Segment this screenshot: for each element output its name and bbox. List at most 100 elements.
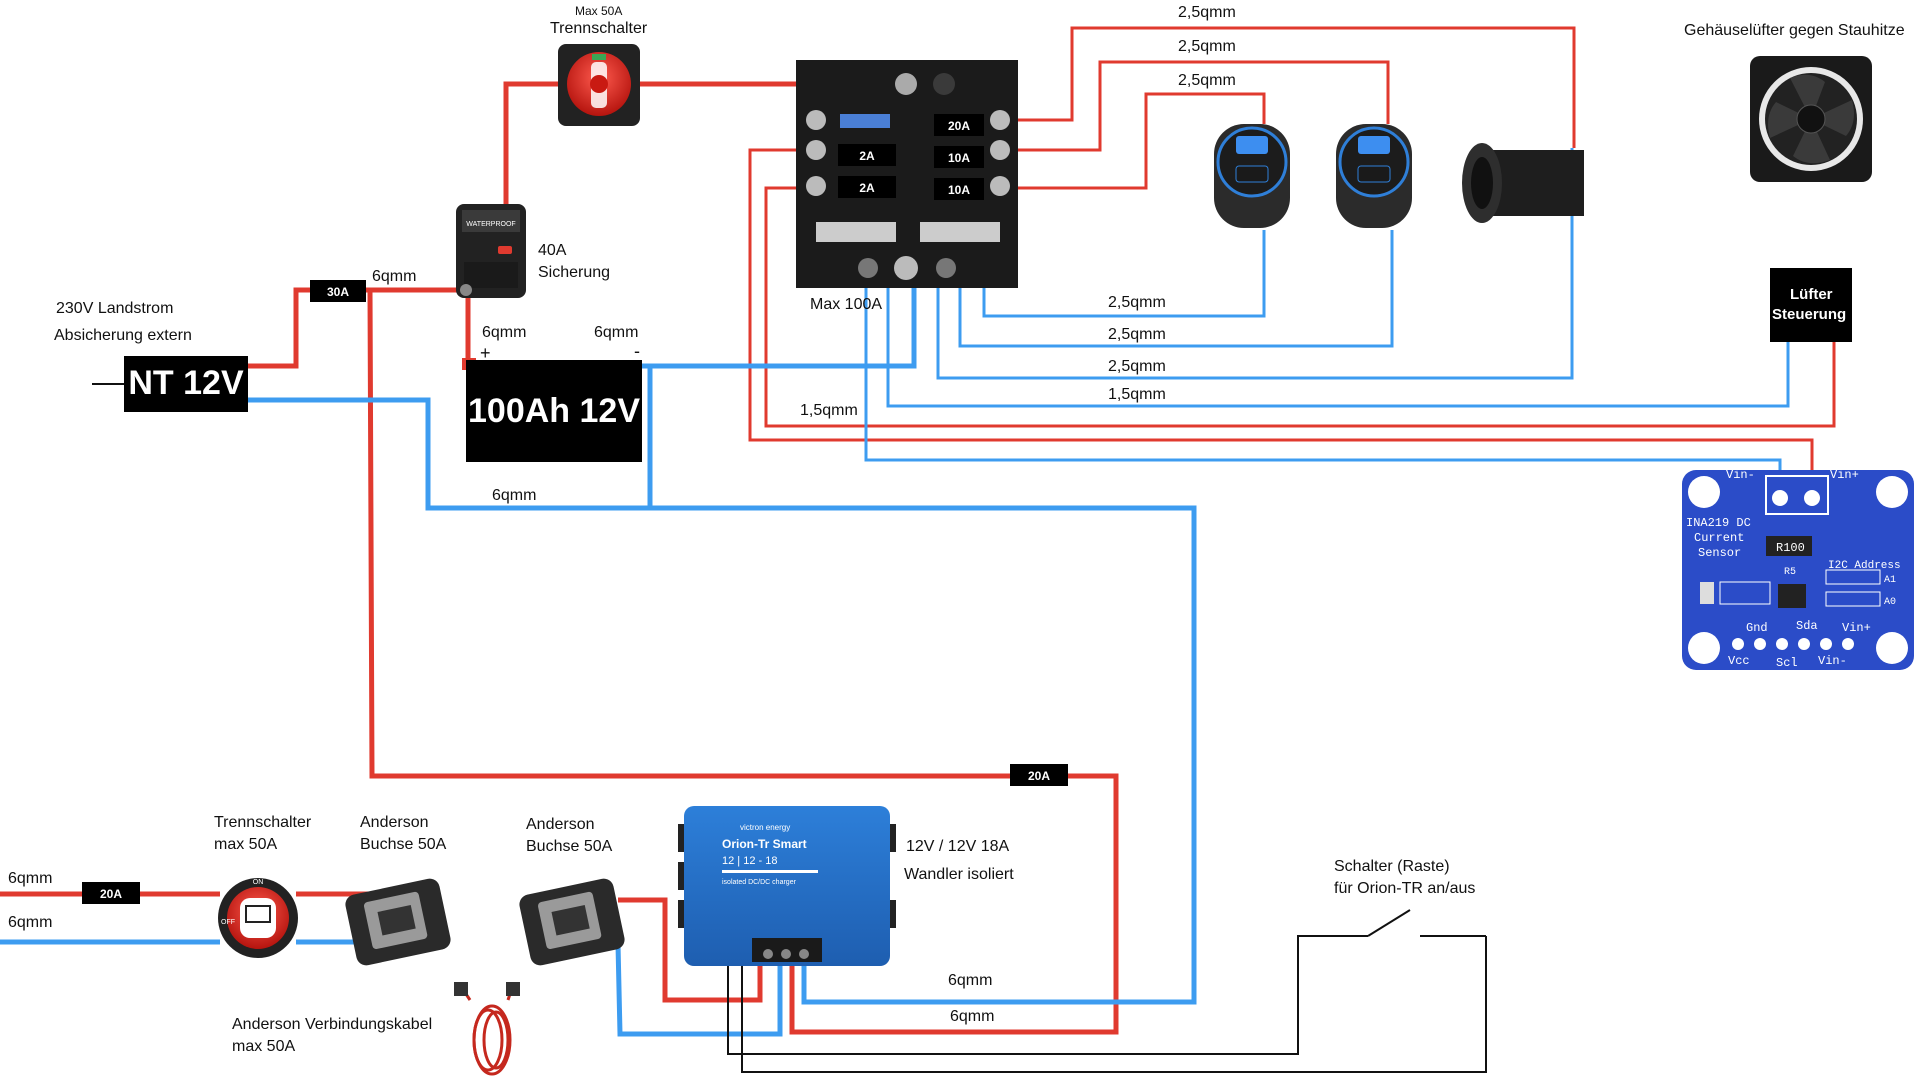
- battery-plus-wire-label: 6qmm: [482, 324, 527, 341]
- circuit-breaker-40a: WATERPROOF: [456, 204, 526, 298]
- power-supply-label: NT 12V: [128, 364, 244, 402]
- wire-25-label-e: 2,5qmm: [1108, 326, 1166, 343]
- fuse-2a-1-label: 2A: [859, 149, 875, 163]
- positive-thin-wires: [748, 26, 1836, 478]
- fuse-20a-mid: [1010, 764, 1068, 786]
- ina-resistor: R100: [1776, 541, 1805, 555]
- anderson2-sub-label: Buchse 50A: [526, 838, 613, 855]
- anderson-connector-1: [345, 878, 451, 966]
- switch-on-label: ON: [253, 879, 264, 886]
- fuse-2a-2-label: 2A: [859, 181, 875, 195]
- fan-title: Gehäuselüfter gegen Stauhitze: [1684, 22, 1905, 39]
- fuse-10a-1-label: 10A: [948, 151, 970, 165]
- ina-i2c: I2C Address: [1828, 560, 1901, 572]
- wire-6-top-label: 6qmm: [372, 268, 417, 285]
- anderson-connector-2: [519, 878, 625, 966]
- fuse-20a-left: [82, 882, 140, 904]
- ina-pin-vcc: Vcc: [1728, 654, 1750, 668]
- orion-subtitle: isolated DC/DC charger: [722, 879, 797, 886]
- ina-vin-minus: Vin-: [1726, 468, 1755, 482]
- anderson1-sub-label: Buchse 50A: [360, 836, 447, 853]
- battery-label: 100Ah 12V: [468, 392, 640, 430]
- ina-vin-plus: Vin+: [1830, 468, 1859, 482]
- fuse-40a-label: 40A: [538, 242, 567, 259]
- fuse-box: [796, 60, 1018, 288]
- landstrom-sub-label: Absicherung extern: [54, 327, 192, 344]
- fuse-30a: [310, 280, 366, 302]
- battery-switch-bottom: [218, 878, 298, 958]
- max100a-label: Max 100A: [810, 296, 883, 313]
- fuse-40a-sub-label: Sicherung: [538, 264, 611, 281]
- anderson-cable-coil: [460, 987, 514, 1076]
- landstrom-label: 230V Landstrom: [56, 300, 174, 317]
- wire-25-label-d: 2,5qmm: [1108, 294, 1166, 311]
- anderson-cable-label: Anderson Verbindungskabel: [232, 1016, 433, 1033]
- wire-6-bottom-label-2: 6qmm: [950, 1008, 995, 1025]
- ina-a1: A1: [1884, 575, 1896, 586]
- ina-title-3: Sensor: [1698, 546, 1741, 560]
- wire-25-label-f: 2,5qmm: [1108, 358, 1166, 375]
- wire-15-label-b: 1,5qmm: [800, 402, 858, 419]
- fan-controller-label: Lüfter: [1790, 286, 1833, 303]
- usb-socket-2: [1336, 124, 1412, 228]
- fuse-20a-mid-label: 20A: [1028, 769, 1050, 783]
- orion-model: 12 | 12 - 18: [722, 855, 777, 867]
- ina-pin-sda: Sda: [1796, 619, 1818, 633]
- ina-a0: A0: [1884, 597, 1896, 608]
- ina-r5: R5: [1784, 567, 1796, 578]
- ina-pin-scl: Scl: [1776, 656, 1798, 670]
- schalter-label: Schalter (Raste): [1334, 858, 1450, 875]
- fan-controller: [1770, 268, 1852, 342]
- fuse-30a-label: 30A: [327, 285, 349, 299]
- trennschalter-sub-label: max 50A: [214, 836, 278, 853]
- wandler-label: 12V / 12V 18A: [906, 838, 1010, 855]
- ina-pin-vinminus: Vin-: [1818, 654, 1847, 668]
- negative-wires: [0, 280, 1197, 1037]
- battery-switch-top: [558, 44, 640, 126]
- wire-25-label-c: 2,5qmm: [1178, 72, 1236, 89]
- fuse-20a-box: [934, 114, 984, 136]
- fuse-20a-box-label: 20A: [948, 119, 970, 133]
- wire-25-label-b: 2,5qmm: [1178, 38, 1236, 55]
- trennschalter-label: Trennschalter: [214, 814, 312, 831]
- wire-6-left-label-1: 6qmm: [8, 870, 53, 887]
- anderson1-label: Anderson: [360, 814, 429, 831]
- fuse-2a-2: [838, 176, 896, 198]
- ina-pin-vinplus: Vin+: [1842, 621, 1871, 635]
- fuse-20a-left-label: 20A: [100, 887, 122, 901]
- svg-text:WATERPROOF: WATERPROOF: [466, 221, 515, 228]
- orion-converter: [678, 806, 896, 966]
- anderson2-label: Anderson: [526, 816, 595, 833]
- battery: [466, 360, 642, 462]
- fuse-10a-2: [934, 178, 984, 200]
- fuse-2a-1: [838, 144, 896, 166]
- fan-controller-sub-label: Steuerung: [1772, 306, 1847, 323]
- usb-socket-1: [1214, 124, 1290, 228]
- battery-minus-wire-label: 6qmm: [594, 324, 639, 341]
- trennschalter-top-label: Trennschalter: [550, 20, 648, 37]
- switch-wires: [92, 383, 1487, 1073]
- schalter-sub-label: für Orion-TR an/aus: [1334, 880, 1476, 897]
- switch-off-label: OFF: [221, 919, 235, 926]
- fuse-10a-2-label: 10A: [948, 183, 970, 197]
- anderson-cable-plug-1: [454, 982, 468, 996]
- battery-minus-sign: -: [634, 341, 640, 361]
- ina-title-1: INA219 DC: [1686, 516, 1751, 530]
- ina-pin-gnd: Gnd: [1746, 621, 1768, 635]
- wire-15-label-a: 1,5qmm: [1108, 386, 1166, 403]
- fuse-10a-1: [934, 146, 984, 168]
- ina-title-2: Current: [1694, 531, 1744, 545]
- wire-6-left-label-2: 6qmm: [8, 914, 53, 931]
- wire-25-label-a: 2,5qmm: [1178, 4, 1236, 21]
- orion-brand: victron energy: [740, 823, 790, 832]
- fan: [1750, 56, 1872, 182]
- wire-6-bottom-label-1: 6qmm: [948, 972, 993, 989]
- anderson-cable-plug-2: [506, 982, 520, 996]
- anderson-cable-sub-label: max 50A: [232, 1038, 296, 1055]
- power-supply-box: [124, 356, 248, 412]
- orion-title: Orion-Tr Smart: [722, 837, 807, 851]
- battery-plus-sign: +: [480, 343, 491, 363]
- wire-6-mid-label: 6qmm: [492, 487, 537, 504]
- cigarette-socket: [1462, 143, 1584, 223]
